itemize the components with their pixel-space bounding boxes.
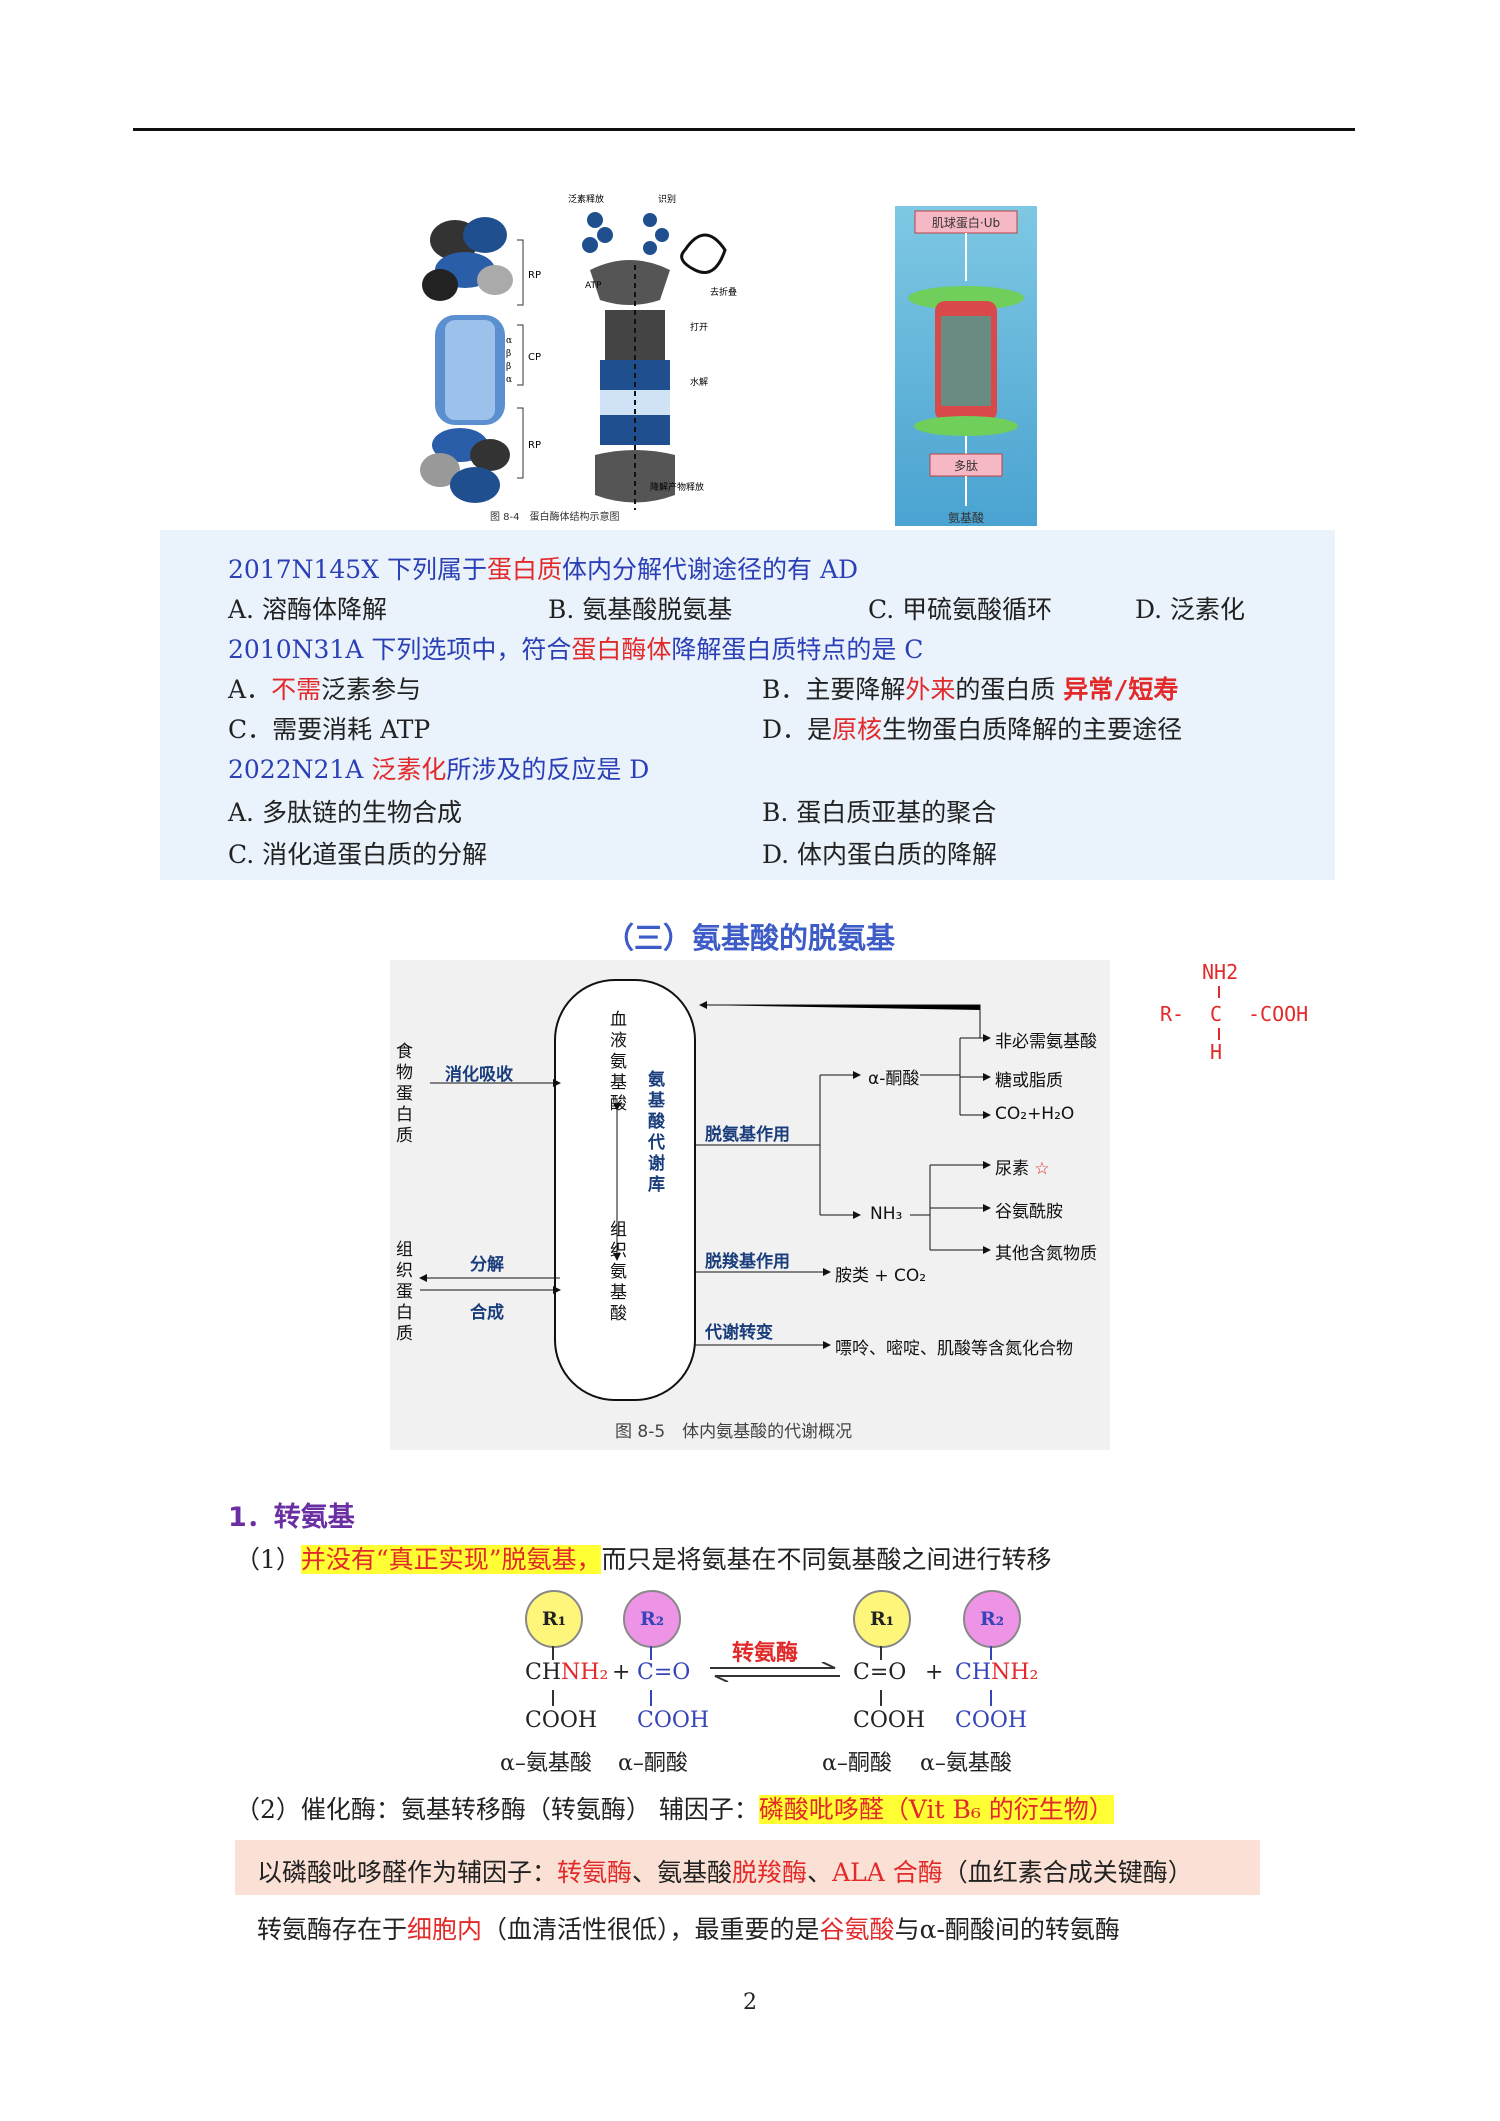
greek-beta-2: β	[506, 362, 511, 372]
handwritten-amino-acid: NH2 R- C -COOH H	[1160, 960, 1360, 1080]
cp-label: CP	[528, 352, 541, 363]
r2-circle-right: R₂	[963, 1590, 1021, 1648]
exam-questions-box	[160, 530, 1335, 880]
nh3-label: NH₃	[870, 1204, 903, 1224]
hand-cooh: -COOH	[1248, 1002, 1309, 1026]
transaminase-location: 转氨酶存在于细胞内（血清活性很低），最重要的是谷氨酸与α-酮酸间的转氨酶	[257, 1915, 1120, 1944]
r1-circle-left: R₁	[525, 1590, 583, 1648]
q1-stem: 2017N145X 下列属于蛋白质体内分解代谢途径的有 AD	[228, 555, 859, 584]
label-recognize: 识别	[658, 194, 676, 205]
point-2: （2）催化酶：氨基转移酶（转氨酶） 辅因子：磷酸吡哆醛（Vit B₆ 的衍生物）	[235, 1795, 1114, 1824]
section-title: （三）氨基酸的脱氨基	[604, 921, 895, 955]
page-number: 2	[743, 1990, 757, 2015]
food-protein-label: 食物蛋白质	[392, 1042, 412, 1147]
left-aa-chnh2: CHNH₂	[525, 1660, 609, 1685]
fig2-bottom-label: 氨基酸	[948, 510, 984, 525]
label-ub-release: 泛素释放	[568, 193, 604, 205]
q3-option-c: C. 消化道蛋白质的分解	[228, 840, 488, 869]
sugar-fat-label: 糖或脂质	[995, 1071, 1063, 1091]
deamination-label: 脱氨基作用	[705, 1125, 790, 1145]
synthesize-label: 合成	[470, 1303, 504, 1323]
keto-acid-label: α-酮酸	[868, 1069, 920, 1089]
digest-label: 消化吸收	[445, 1065, 513, 1085]
equilibrium-arrow-icon	[710, 1662, 840, 1682]
greek-beta-1: β	[506, 349, 511, 359]
conversion-label: 代谢转变	[705, 1323, 773, 1343]
fig2-mid-label: 多肽	[954, 458, 978, 473]
label-atp: ATP	[585, 281, 602, 291]
label-right-keto: α–酮酸	[822, 1751, 892, 1776]
left-aa-cooh: COOH	[525, 1708, 598, 1733]
fig3-caption: 图 8-5 体内氨基酸的代谢概况	[615, 1422, 853, 1442]
q1-option-c: C. 甲硫氨酸循环	[868, 595, 1053, 624]
q2-stem: 2010N31A 下列选项中，符合蛋白酶体降解蛋白质特点的是 C	[228, 635, 924, 664]
q2-option-d: D．是原核生物蛋白质降解的主要途径	[762, 715, 1183, 744]
q1-option-d: D. 泛素化	[1135, 595, 1246, 624]
amines-label: 胺类 + CO₂	[835, 1266, 927, 1286]
q2-handwritten-note: 异常/短寿	[1063, 675, 1179, 704]
q2-option-c: C．需要消耗 ATP	[228, 715, 431, 744]
decompose-label: 分解	[470, 1255, 504, 1275]
degradation-figure: 肌球蛋白·Ub 多肽 氨基酸	[895, 206, 1037, 526]
greek-alpha-2: α	[506, 375, 512, 385]
q1-option-a: A. 溶酶体降解	[228, 595, 387, 624]
r1-circle-right: R₁	[853, 1590, 911, 1648]
q1-option-b: B. 氨基酸脱氨基	[548, 595, 733, 624]
purines-label: 嘌呤、嘧啶、肌酸等含氮化合物	[835, 1339, 1073, 1359]
tissue-protein-label: 组织蛋白质	[392, 1240, 412, 1345]
tissue-aa-label: 组织氨基酸	[606, 1220, 626, 1325]
hand-r: R-	[1160, 1002, 1185, 1026]
label-unfold: 去折叠	[710, 286, 737, 298]
q2-option-b: B．主要降解外来的蛋白质 异常/短寿	[762, 675, 1179, 704]
q3-option-d: D. 体内蛋白质的降解	[762, 840, 998, 869]
transamination-reaction: R₁ R₂ R₁ R₂ CHNH₂ + C=O C=O + CHNH₂ COOH…	[480, 1590, 1040, 1776]
nonessential-aa-label: 非必需氨基酸	[995, 1032, 1097, 1052]
fig2-top-label: 肌球蛋白·Ub	[932, 215, 1000, 230]
plus-right: +	[925, 1660, 944, 1685]
left-keto-co: C=O	[637, 1660, 691, 1685]
rp-label-bottom: RP	[528, 440, 541, 451]
r2-circle-left: R₂	[623, 1590, 681, 1648]
subsection-title: 1．转氨基	[228, 1502, 355, 1533]
enzyme-label: 转氨酶	[732, 1640, 799, 1666]
hand-nh2: NH2	[1202, 960, 1239, 984]
fig1-caption: 图 8-4 蛋白酶体结构示意图	[490, 510, 620, 523]
header-rule	[133, 128, 1355, 131]
label-left-keto: α–酮酸	[618, 1751, 688, 1776]
hand-h: H	[1210, 1040, 1223, 1064]
glutamine-label: 谷氨酰胺	[995, 1202, 1063, 1222]
proteasome-figure: RP CP RP α β β α 泛素释放 识别 去折叠 打开 水解 降解产物释…	[400, 190, 800, 530]
cofactor-box	[235, 1840, 1260, 1895]
cofactor-enzymes: 以磷酸吡哆醛作为辅因子：转氨酶、氨基酸脱羧酶、ALA 合酶（血红素合成关键酶）	[257, 1858, 1193, 1887]
star-icon: ☆	[1034, 1159, 1050, 1179]
rp-label-top: RP	[528, 270, 541, 281]
label-right-aa: α–氨基酸	[920, 1751, 1012, 1776]
urea-label: 尿素 ☆	[995, 1159, 1050, 1179]
q3-option-a: A. 多肽链的生物合成	[228, 798, 462, 827]
label-left-aa: α–氨基酸	[500, 1751, 592, 1776]
label-hydrolysis: 水解	[690, 376, 708, 388]
hand-c: C	[1210, 1002, 1223, 1026]
q3-option-b: B. 蛋白质亚基的聚合	[762, 798, 997, 827]
co2-h2o-label: CO₂+H₂O	[995, 1104, 1075, 1124]
aa-metabolism-figure: 食物蛋白质 消化吸收 血液氨基酸 氨基酸代谢库 组织氨基酸 组织蛋白质 分解 合…	[390, 960, 1110, 1450]
q2-option-a: A．不需泛素参与	[228, 675, 422, 704]
label-open: 打开	[690, 321, 708, 333]
right-aa-chnh2: CHNH₂	[955, 1660, 1039, 1685]
plus-left: +	[612, 1660, 631, 1685]
right-aa-cooh: COOH	[955, 1708, 1028, 1733]
right-keto-cooh: COOH	[853, 1708, 926, 1733]
right-keto-co: C=O	[853, 1660, 907, 1685]
left-keto-cooh: COOH	[637, 1708, 710, 1733]
greek-alpha-1: α	[506, 336, 512, 346]
aa-pool-label: 氨基酸代谢库	[644, 1070, 664, 1196]
decarboxylation-label: 脱羧基作用	[705, 1252, 790, 1272]
blood-aa-label: 血液氨基酸	[606, 1010, 626, 1115]
other-n-label: 其他含氮物质	[995, 1244, 1097, 1264]
point-1: （1）并没有“真正实现”脱氨基，而只是将氨基在不同氨基酸之间进行转移	[235, 1545, 1052, 1574]
q3-stem: 2022N21A 泛素化所涉及的反应是 D	[228, 755, 650, 784]
label-product-release: 降解产物释放	[650, 481, 704, 493]
